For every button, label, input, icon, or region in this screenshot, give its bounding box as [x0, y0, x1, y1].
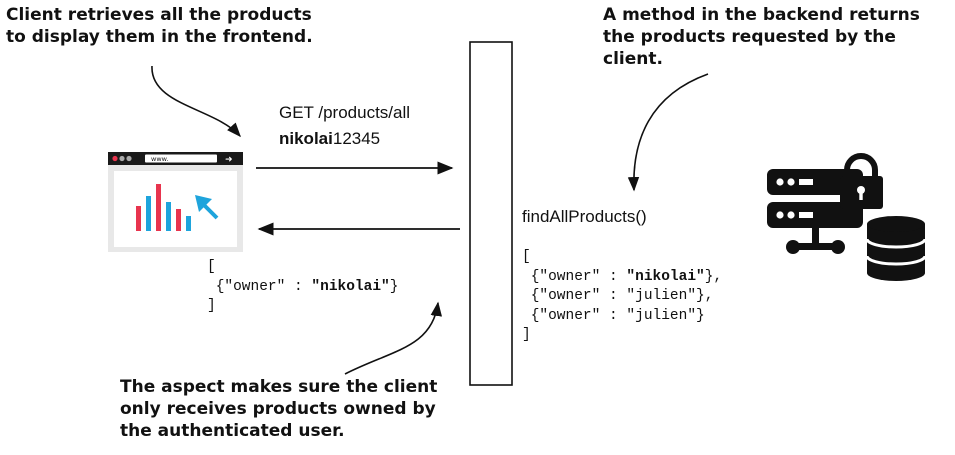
browser-url-bar	[145, 154, 217, 163]
backend-result-row: {"owner" : "julien"},	[522, 288, 714, 304]
client-result-close: ]	[207, 298, 216, 314]
backend-method-name: findAllProducts()	[522, 207, 647, 226]
bar-chart-icon	[136, 184, 191, 231]
aspect-callout-text: The aspect makes sure the client only re…	[120, 377, 438, 441]
backend-owner-value: "julien"	[626, 288, 697, 304]
aspect-boundary-bar	[469, 41, 513, 386]
backend-callout-arrow	[627, 73, 709, 192]
client-callout-arrow	[151, 65, 241, 138]
backend-owner-value: "nikolai"	[626, 268, 705, 285]
backend-result-close: ]	[522, 327, 531, 343]
client-result-json: [ {"owner" : "nikolai"}]	[207, 258, 398, 317]
backend-result-json: [ {"owner" : "nikolai"}, {"owner" : "jul…	[522, 248, 722, 346]
cursor-arrow-icon	[195, 195, 219, 220]
request-username: nikolai	[279, 129, 333, 148]
aspect-callout-arrow	[344, 301, 442, 375]
browser-url-text: www.	[151, 155, 168, 163]
backend-owner-value: "julien"	[626, 307, 697, 324]
request-credentials: nikolai12345	[279, 126, 380, 152]
backend-result-open: [	[522, 249, 531, 265]
client-result-open: [	[207, 259, 216, 275]
database-icon	[865, 216, 927, 281]
browser-forward-icon: ➜	[225, 155, 233, 165]
request-line: GET /products/all	[279, 103, 411, 122]
request-password: 12345	[332, 129, 381, 148]
backend-callout-text: A method in the backend returns the prod…	[603, 5, 920, 69]
backend-result-row: {"owner" : "nikolai"},	[522, 268, 723, 285]
client-callout-text: Client retrieves all the products to dis…	[6, 5, 313, 47]
client-owner-value: "nikolai"	[311, 278, 390, 295]
client-result-row: {"owner" : "nikolai"}	[207, 278, 399, 295]
backend-result-row: {"owner" : "julien"}	[522, 307, 705, 324]
browser-window-icon: www. ➜	[108, 152, 243, 252]
server-lock-icon	[767, 153, 883, 254]
